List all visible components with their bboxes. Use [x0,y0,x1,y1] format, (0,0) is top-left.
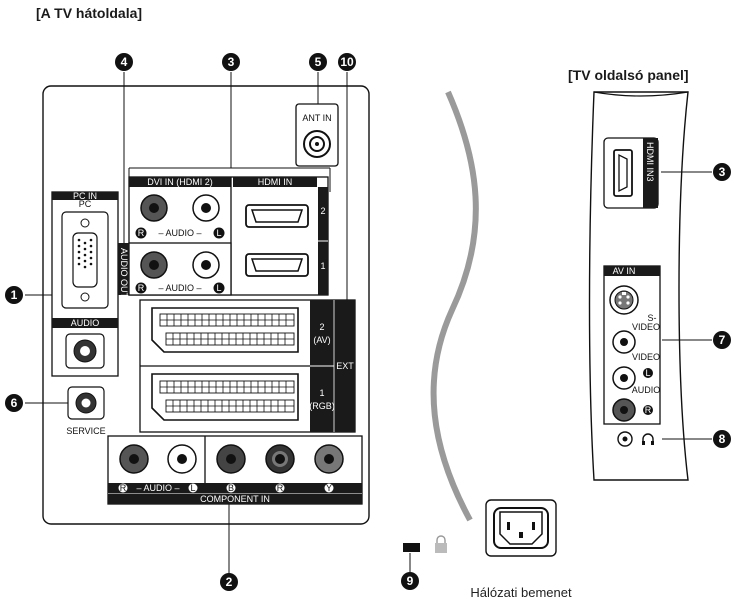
pc-in-block: PC IN PC AUDIO [51,191,119,377]
callout-8: 8 [713,430,731,448]
side-hdmi-port: HDMI IN3 [603,137,659,209]
lock-icon [435,535,447,553]
scart-1-num: 1 [319,388,324,398]
side-av-in-block: AV IN S- VIDEO VIDEO L AUDIO R [603,265,661,425]
callout-1-num: 1 [11,288,18,302]
av-in-label: AV IN [613,266,636,276]
callout-5: 5 [309,53,327,71]
pc-label: PC [79,199,92,209]
hdmi-2-num: 2 [320,206,325,216]
side-audio-label: AUDIO [632,385,661,395]
component-pb-badge: B [228,483,234,493]
dvi-audio-row-label: – AUDIO – [158,228,201,238]
component-in-label: COMPONENT IN [200,494,270,504]
dvi-in-label: DVI IN (HDMI 2) [147,177,213,187]
callout-9: 9 [401,572,419,590]
component-pr-badge: R [277,483,284,493]
service-jack: SERVICE [66,386,106,436]
audio-out-label: AUDIO OUT [119,248,129,299]
pc-in-label: PC IN [73,191,97,201]
ant-in-label: ANT IN [302,113,331,123]
scart-1-port [151,373,299,421]
video-label: VIDEO [632,352,660,362]
callout-5-num: 5 [315,55,322,69]
headphone-icon [642,433,654,443]
side-l-badge: L [645,368,650,378]
callout-7: 7 [713,331,731,349]
callout-9-num: 9 [407,574,414,588]
component-r-badge: R [120,483,127,493]
rear-title: [A TV hátoldala] [36,5,142,21]
hdmi-1-num: 1 [320,261,325,271]
pc-audio-label: AUDIO [71,318,100,328]
side-r-badge: R [645,405,652,415]
power-socket [485,499,557,557]
callout-7-num: 7 [719,333,726,347]
scart-2-num: 2 [319,322,324,332]
power-label: Hálózati bemenet [470,585,572,600]
callout-6-num: 6 [11,396,18,410]
ext-label: EXT [336,361,354,371]
callout-2-num: 2 [226,575,233,589]
callout-1: 1 [5,286,23,304]
callout-3-rear: 3 [222,53,240,71]
callout-8-num: 8 [719,432,726,446]
scart-2-name: (AV) [313,335,330,345]
scart-block: 2 (AV) 1 (RGB) EXT [139,299,356,433]
component-y-badge: Y [326,483,332,493]
dvi-l-badge: L [216,228,221,238]
hdmi-1-port [245,253,309,277]
callout-3-side: 3 [713,163,731,181]
component-l-badge: L [190,483,195,493]
service-label: SERVICE [66,426,105,436]
audio-out-l-badge: L [216,283,221,293]
component-audio-label: – AUDIO – [136,483,179,493]
dvi-r-badge: R [138,228,145,238]
callout-2: 2 [220,573,238,591]
scart-1-name: (RGB) [309,401,335,411]
dvi-hdmi-block: DVI IN (HDMI 2) HDMI IN 2 1 R – AUDIO – … [118,176,329,299]
headphone-jack [617,431,654,447]
pc-audio-jack [65,333,105,369]
s-video-label-2: VIDEO [632,322,660,332]
scart-2-port [151,307,299,353]
callout-lines [25,72,712,575]
side-title: [TV oldalsó panel] [568,67,689,83]
callout-3-side-num: 3 [719,165,726,179]
s-video-label-1: S- [648,313,657,323]
hdmi-in-label: HDMI IN [258,177,293,187]
callout-4: 4 [115,53,133,71]
hdmi-2-port [245,204,309,228]
ant-in-block: ANT IN [295,103,339,167]
callout-10-num: 10 [340,55,354,69]
callout-4-num: 4 [121,55,128,69]
vga-port [61,211,109,309]
component-in-block: COMPONENT IN R – AUDIO – L B R Y [107,435,363,505]
kensington-slot [403,543,420,552]
audio-out-row-label: – AUDIO – [158,283,201,293]
callout-10: 10 [338,53,356,71]
side-panel: HDMI IN3 AV IN S- VIDEO VIDEO L AUDIO [588,91,689,481]
callout-6: 6 [5,394,23,412]
panel-separator [430,90,479,522]
callout-3-rear-num: 3 [228,55,235,69]
audio-out-r-badge: R [138,283,145,293]
side-hdmi-in3-label: HDMI IN3 [645,142,655,182]
